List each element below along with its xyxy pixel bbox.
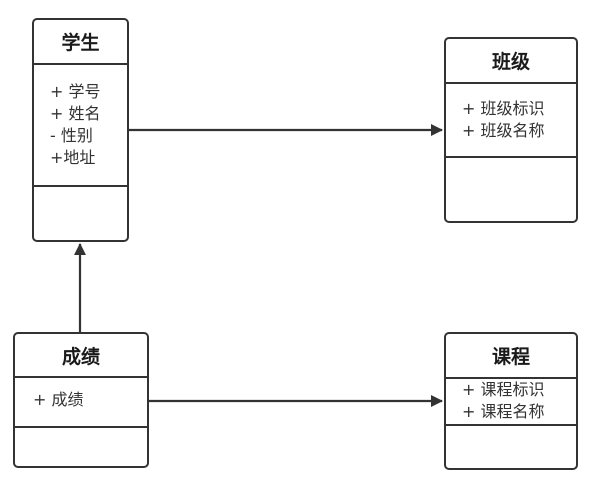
class-attributes: + 成绩 [15, 378, 147, 428]
class-name: 成绩 [15, 334, 147, 378]
attribute: +地址 [50, 148, 96, 167]
attribute: + 课程名称 [462, 402, 545, 421]
class-box-course[interactable]: 课程 + 课程标识 + 课程名称 [444, 332, 578, 470]
class-box-score[interactable]: 成绩 + 成绩 [13, 332, 149, 468]
attribute: + 成绩 [33, 390, 84, 409]
class-attributes: + 学号 + 姓名 - 性别 +地址 [34, 65, 127, 187]
class-name: 课程 [446, 334, 576, 379]
attribute: + 学号 [50, 82, 101, 101]
attribute: + 班级标识 [462, 99, 545, 118]
attribute: + 姓名 [50, 104, 101, 123]
class-box-student[interactable]: 学生 + 学号 + 姓名 - 性别 +地址 [32, 18, 129, 242]
class-attributes: + 课程标识 + 课程名称 [446, 379, 576, 426]
class-name: 班级 [446, 39, 576, 84]
attribute: + 课程标识 [462, 380, 545, 399]
class-attributes: + 班级标识 + 班级名称 [446, 84, 576, 158]
attribute: - 性别 [50, 126, 93, 145]
attribute: + 班级名称 [462, 121, 545, 140]
class-name: 学生 [34, 20, 127, 65]
class-box-class[interactable]: 班级 + 班级标识 + 班级名称 [444, 37, 578, 223]
